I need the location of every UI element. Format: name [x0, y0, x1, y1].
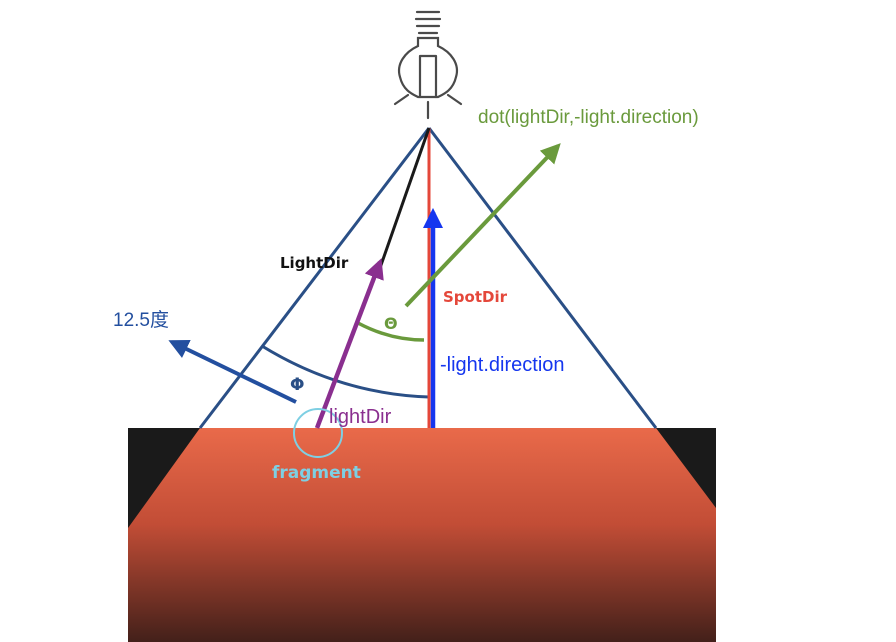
theta-label: Θ: [384, 314, 398, 333]
outer-angle-arrow: [168, 339, 297, 404]
light-dir-line: [378, 127, 431, 269]
cone-edge-left: [198, 127, 431, 429]
light-dir-arrow: [314, 258, 384, 429]
fragment-circle: [293, 408, 343, 458]
dot-product-arrow: [404, 143, 561, 308]
light-bulb-icon: [393, 10, 463, 120]
cone-edge-right: [427, 127, 658, 429]
neg-light-direction-label: -light.direction: [440, 354, 565, 376]
angle-value-label: 12.5度: [113, 309, 169, 331]
theta-angle-arc: [357, 321, 425, 342]
light-dir-caps-label: LightDir: [280, 254, 349, 272]
dot-product-label: dot(lightDir,-light.direction): [478, 107, 699, 128]
floor-shadow-left: [128, 428, 200, 528]
outer-angle-arc: [261, 344, 430, 399]
lit-floor-area: [128, 428, 716, 642]
fragment-label: fragment: [272, 463, 361, 483]
light-cone: [198, 127, 658, 429]
floor: [128, 428, 716, 642]
floor-shadow-right: [656, 428, 716, 508]
light-dir-label: lightDir: [329, 406, 392, 428]
spot-dir-label: SpotDir: [443, 288, 508, 306]
phi-label: Φ: [290, 375, 304, 395]
